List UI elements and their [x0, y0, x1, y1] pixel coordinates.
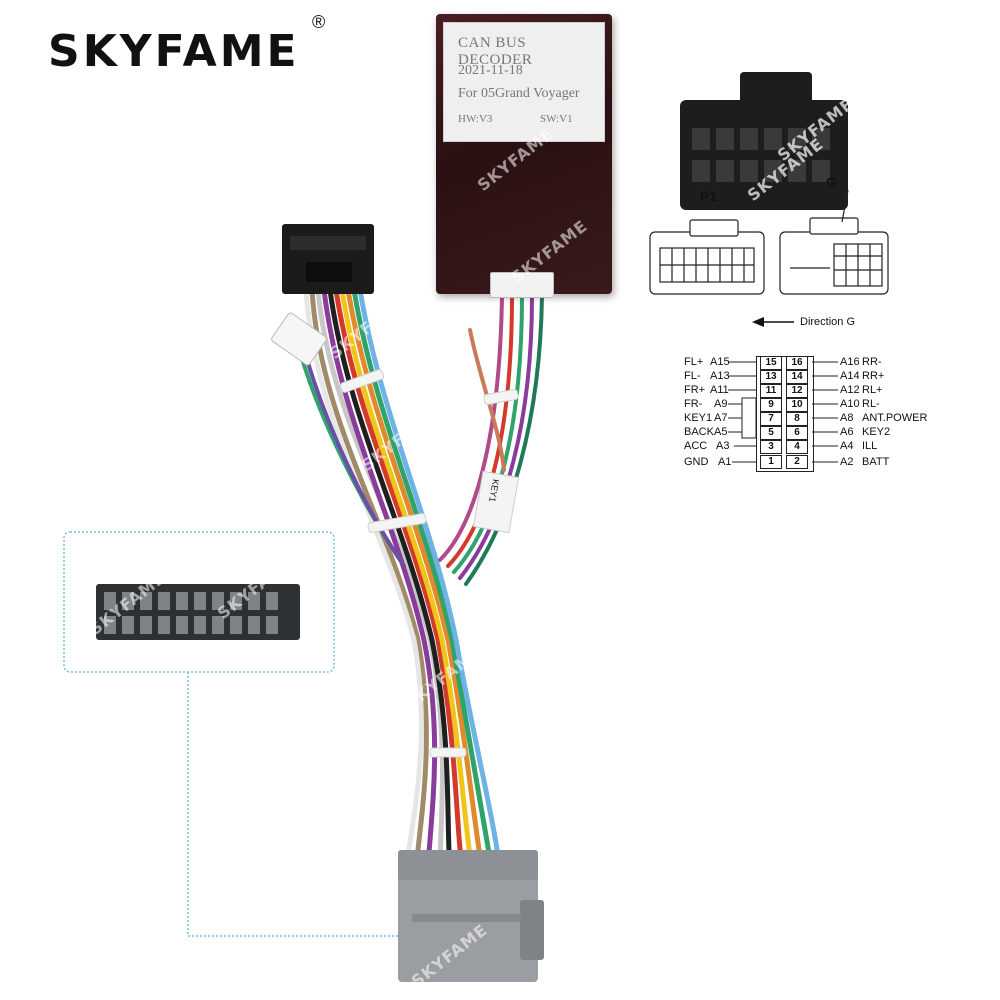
pin-number: 12 — [786, 384, 808, 398]
pin-number: 15 — [760, 356, 782, 370]
p1-connector-drawing — [680, 72, 848, 210]
direction-label: Direction G — [800, 316, 856, 328]
decoder-title: CAN BUS DECODER — [458, 35, 533, 68]
pin-number: 4 — [786, 440, 808, 454]
pin-name: KEY1 — [684, 412, 713, 424]
pin-code: A7 — [714, 412, 728, 424]
pin-name: ANT.POWER — [862, 412, 928, 424]
pin-name: FL+ — [684, 356, 704, 368]
brand-logo: SKYFAME — [48, 26, 300, 77]
pin-number: 3 — [760, 440, 782, 454]
pin-name: FR+ — [684, 384, 706, 396]
pin-number: 13 — [760, 370, 782, 384]
pin-code: A14 — [840, 370, 860, 382]
pin-code: A5 — [714, 426, 728, 438]
pin-name: RL+ — [862, 384, 883, 396]
pin-code: A1 — [718, 456, 732, 468]
decoder-hw: HW:V3 — [458, 113, 493, 125]
pin-code: A15 — [710, 356, 730, 368]
registered-mark: ® — [312, 12, 326, 32]
pinout-frame — [756, 356, 814, 472]
pin-number: 11 — [760, 384, 782, 398]
pin-code: A16 — [840, 356, 860, 368]
pin-number: 7 — [760, 412, 782, 426]
pin-number: 1 — [760, 455, 782, 469]
pin-name: ACC — [684, 440, 708, 452]
small-white-connector — [271, 312, 327, 366]
pin-code: A2 — [840, 456, 854, 468]
pin-number: 14 — [786, 370, 808, 384]
decoder-sw: SW:V1 — [540, 113, 573, 125]
pin-code: A6 — [840, 426, 854, 438]
pin-code: A11 — [710, 384, 729, 396]
pin-name: BATT — [862, 456, 890, 468]
pin-name: BACK — [684, 426, 714, 438]
pin-name: RL- — [862, 398, 880, 410]
pin-name: RR- — [862, 356, 882, 368]
direction-arrow — [752, 317, 794, 327]
decoder-label: CAN BUS DECODER 2021-11-18 For 05Grand V… — [443, 22, 605, 142]
pin-number: 10 — [786, 398, 808, 412]
decoder-date: 2021-11-18 — [458, 63, 523, 78]
pin-name: RR+ — [862, 370, 885, 382]
connector-line-drawings — [649, 189, 889, 295]
black-connector — [282, 224, 374, 294]
pin-name: FR- — [684, 398, 703, 410]
pin-name: KEY2 — [862, 426, 891, 438]
pin-code: A10 — [840, 398, 860, 410]
pin-code: A9 — [714, 398, 728, 410]
pin-name: GND — [684, 456, 709, 468]
pin-number: 8 — [786, 412, 808, 426]
pin-number: 2 — [786, 455, 808, 469]
g-label: G — [826, 174, 837, 190]
pin-code: A12 — [840, 384, 860, 396]
callout-line — [187, 672, 398, 937]
pin-code: A3 — [716, 440, 730, 452]
decoder-port — [490, 272, 554, 298]
p1-label: P1 — [700, 188, 718, 204]
callout-frame — [63, 531, 335, 673]
decoder-model: For 05Grand Voyager — [458, 86, 580, 101]
pin-name: FL- — [684, 370, 701, 382]
bottom-gray-connector — [398, 850, 544, 982]
pin-number: 16 — [786, 356, 808, 370]
pin-number: 9 — [760, 398, 782, 412]
pin-name: ILL — [862, 440, 878, 452]
pin-code: A13 — [710, 370, 730, 382]
pin-number: 5 — [760, 426, 782, 440]
pin-code: A8 — [840, 412, 854, 424]
pin-number: 6 — [786, 426, 808, 440]
pin-code: A4 — [840, 440, 854, 452]
